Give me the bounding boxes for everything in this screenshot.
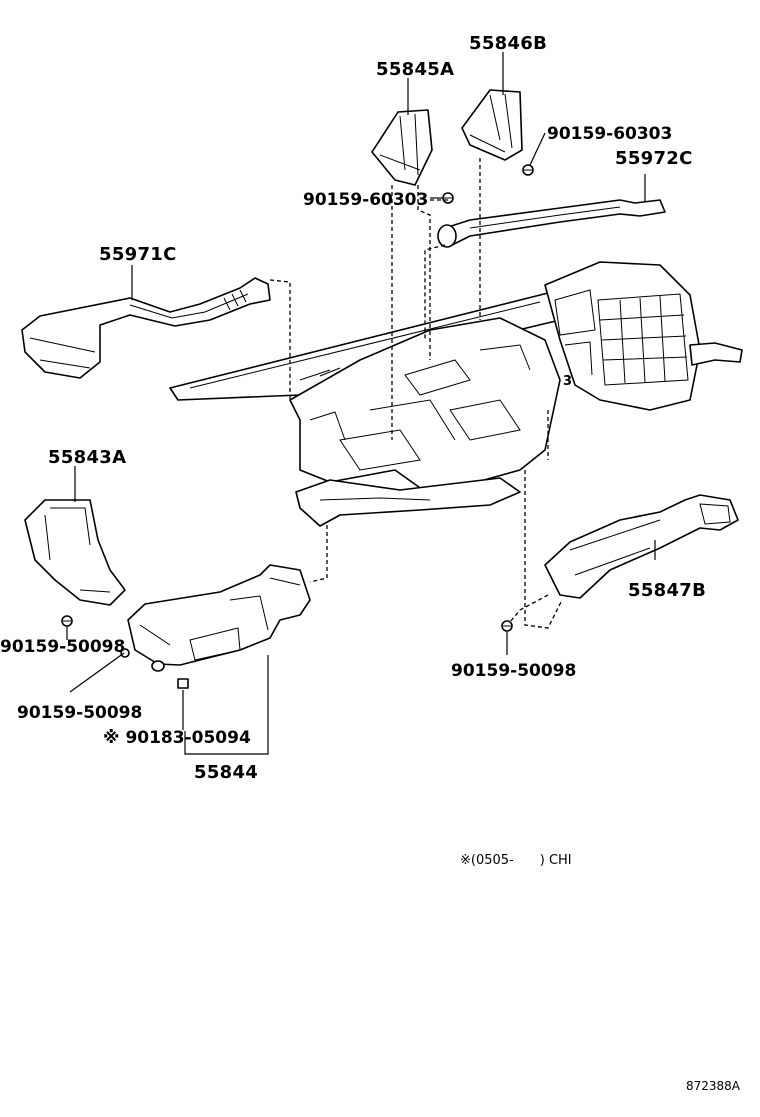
clip-icon [177, 678, 189, 689]
bolt-icon [442, 192, 454, 204]
label-90159-50098-c: 90159-50098 [451, 661, 576, 681]
label-55847b: 55847B [628, 580, 706, 601]
part-labels: 55846B 55845A 90159-60303 55972C 90159-6… [0, 33, 706, 783]
label-55972c: 55972C [615, 148, 693, 169]
applicability-note: ※(0505- ) CHI [460, 853, 572, 868]
label-90159-50098-a: 90159-50098 [0, 637, 125, 657]
label-90159-50098-b: 90159-50098 [17, 703, 142, 723]
svg-text:3: 3 [563, 374, 572, 389]
part-55971c-duct [21, 277, 271, 379]
part-55972c-duct [437, 199, 666, 248]
label-55846b: 55846B [469, 33, 547, 54]
label-90159-60303-right: 90159-60303 [547, 124, 672, 144]
part-55846b-nozzle [461, 89, 523, 161]
heater-unit-assembly: 3 [169, 261, 743, 527]
illustration-reference: 872388A [686, 1079, 741, 1093]
bolt-icon [120, 648, 130, 658]
bolt-icon [522, 164, 534, 176]
part-55843a-duct [24, 499, 126, 606]
label-55843a: 55843A [48, 447, 126, 468]
part-55844-duct [127, 564, 311, 672]
label-55844: 55844 [194, 762, 258, 783]
bolt-icon [501, 620, 513, 632]
bolt-icon [61, 615, 73, 627]
label-55845a: 55845A [376, 59, 454, 80]
label-90159-60303-left: 90159-60303 [303, 190, 428, 210]
part-55845a-nozzle [371, 109, 433, 186]
leader-lines [66, 52, 656, 755]
part-55847b-duct [544, 494, 739, 599]
label-90183-05094: ※ 90183-05094 [103, 728, 251, 748]
label-55971c: 55971C [99, 244, 177, 265]
assembly-dashed-lines [269, 158, 563, 629]
